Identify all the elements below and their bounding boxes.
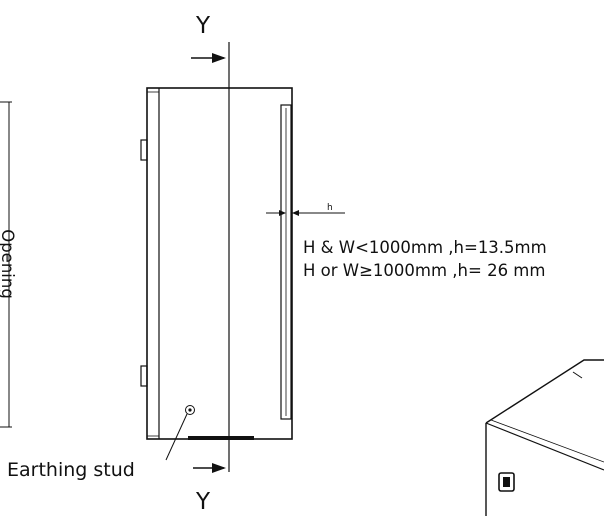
gap-label: h [327,203,333,213]
section-line: Y Y [191,13,230,515]
section-marker-bottom: Y [195,489,211,515]
gap-note-line-1: H & W<1000mm ,h=13.5mm [303,238,547,257]
opening-dimension-label: Opening [0,229,17,299]
gap-dimension: h [266,203,345,216]
enclosure-front-view [140,87,293,440]
earthing-stud-icon [185,405,195,415]
earthing-stud-callout: Earthing stud [7,413,188,481]
section-marker-top: Y [195,13,211,39]
gland-plate [188,436,254,440]
gap-note-line-2: H or W≥1000mm ,h= 26 mm [303,261,545,280]
opening-dimension: Opening [0,101,17,428]
upper-hinge [140,139,148,161]
earthing-stud-label: Earthing stud [7,459,135,481]
lower-hinge [140,365,148,387]
enclosure-isometric-view [485,359,604,516]
